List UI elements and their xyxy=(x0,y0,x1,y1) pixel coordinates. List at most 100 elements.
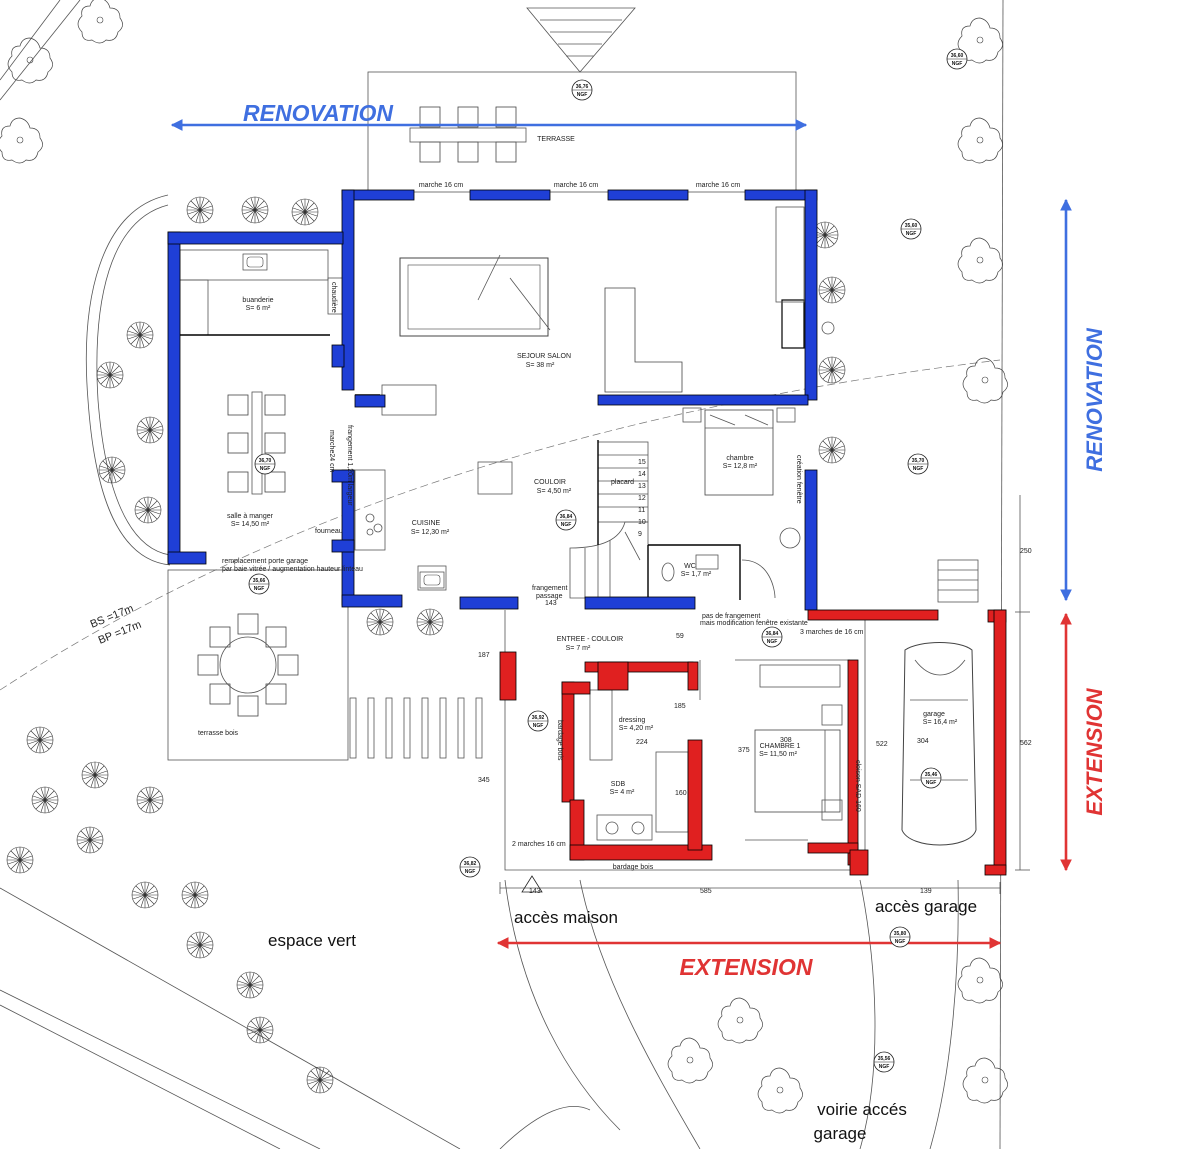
note-pas-franchissement2: mais modification fenêtre existante xyxy=(700,620,808,627)
label-voirie-1: voirie accés xyxy=(817,1100,907,1119)
dim-250: 250 xyxy=(1020,548,1032,555)
note-placard: placard xyxy=(611,479,634,486)
svg-text:NGF: NGF xyxy=(895,939,906,945)
dim-585: 585 xyxy=(700,888,712,895)
svg-text:36,60: 36,60 xyxy=(951,53,964,59)
note-marche3: marche 16 cm xyxy=(696,182,741,189)
room-wc-area: S= 1,7 m² xyxy=(681,571,712,578)
svg-text:36,92: 36,92 xyxy=(532,715,545,721)
garage-car xyxy=(901,642,977,846)
renovation-top-label: RENOVATION xyxy=(243,100,393,126)
svg-text:35,60: 35,60 xyxy=(905,223,918,229)
renovation-top-arrow: RENOVATION xyxy=(170,100,808,131)
extension-bottom-label: EXTENSION xyxy=(680,954,813,980)
note-bardage-v: bardage bois xyxy=(556,720,563,761)
room-chambre1: CHAMBRE 1 xyxy=(760,743,801,750)
room-chambre-area: S= 12,8 m² xyxy=(723,463,758,470)
note-remplacement1: remplacement porte garage xyxy=(222,558,308,565)
note-marche1: marche 16 cm xyxy=(419,182,464,189)
stair-num-5: 11 xyxy=(638,507,645,514)
dim-59: 59 xyxy=(676,633,684,640)
extension-bottom-arrow: EXTENSION xyxy=(496,937,1002,980)
staircase xyxy=(569,441,649,599)
room-dressing-area: S= 4,20 m² xyxy=(619,725,654,732)
note-fourneau: fourneau xyxy=(315,528,343,535)
dim-143b: 143 xyxy=(529,888,541,895)
note-creation-fenetre: création fenêtre xyxy=(795,455,802,504)
svg-text:36,76: 36,76 xyxy=(576,84,589,90)
svg-text:35,66: 35,66 xyxy=(253,578,266,584)
room-terrasse: TERRASSE xyxy=(537,136,575,143)
renovation-side-label: RENOVATION xyxy=(1082,327,1107,472)
room-dressing: dressing xyxy=(619,717,646,724)
note-franchissement: frangement 1,20m largeur xyxy=(346,425,353,506)
room-cuisine: CUISINE xyxy=(412,520,441,527)
svg-text:NGF: NGF xyxy=(260,466,271,472)
room-salle-manger: salle à manger xyxy=(227,513,274,520)
room-cuisine-area: S= 12,30 m² xyxy=(411,529,450,536)
label-acces-garage: accès garage xyxy=(875,897,977,916)
stair-num-4: 12 xyxy=(638,495,646,502)
stair-num-1: 15 xyxy=(638,459,646,466)
svg-text:NGF: NGF xyxy=(533,723,544,729)
extension-side-arrow: EXTENSION xyxy=(1060,612,1107,872)
svg-text:36,82: 36,82 xyxy=(464,861,477,867)
dim-185: 185 xyxy=(674,703,686,710)
svg-text:NGF: NGF xyxy=(254,586,265,592)
dim-522: 522 xyxy=(876,741,888,748)
svg-text:35,70: 35,70 xyxy=(912,458,925,464)
room-sdb: SDB xyxy=(611,781,626,788)
note-marches2-16: 2 marches 16 cm xyxy=(512,841,566,848)
svg-text:NGF: NGF xyxy=(577,92,588,98)
svg-text:NGF: NGF xyxy=(952,61,963,67)
dim-562: 562 xyxy=(1020,740,1032,747)
note-remplacement2: par baie vitrée / augmentation hauteur l… xyxy=(222,566,363,573)
note-chaudiere: chaudière xyxy=(330,282,337,313)
dim-308: 308 xyxy=(780,737,792,744)
note-marche2: marche 16 cm xyxy=(554,182,599,189)
room-buanderie-area: S= 6 m² xyxy=(246,305,271,312)
ramp-lines xyxy=(349,697,483,759)
svg-text:NGF: NGF xyxy=(561,522,572,528)
site-background xyxy=(0,0,1030,1149)
dim-139: 139 xyxy=(920,888,932,895)
annotations: marche 16 cm marche 16 cm marche 16 cm c… xyxy=(89,182,864,871)
room-buanderie: buanderie xyxy=(242,297,273,304)
dim-143a: 143 xyxy=(545,600,557,607)
stair-num-3: 13 xyxy=(638,483,646,490)
room-couloir-area: S= 4,50 m² xyxy=(537,488,572,495)
svg-text:NGF: NGF xyxy=(767,639,778,645)
entry-marker xyxy=(521,875,543,893)
svg-text:36,84: 36,84 xyxy=(560,514,573,520)
dim-160: 160 xyxy=(675,790,687,797)
renovation-walls xyxy=(167,189,818,611)
note-marches3-16: 3 marches de 16 cm xyxy=(800,629,864,636)
svg-text:NGF: NGF xyxy=(465,869,476,875)
note-bardage-h: bardage bois xyxy=(613,864,654,871)
stair-numbers: 15 14 13 12 11 10 9 xyxy=(638,459,646,538)
stair-num-6: 10 xyxy=(638,519,646,526)
room-sdb-area: S= 4 m² xyxy=(610,789,635,796)
vegetation xyxy=(0,0,1008,1114)
svg-text:36,70: 36,70 xyxy=(259,458,272,464)
room-sejour-area: S= 38 m² xyxy=(526,362,555,369)
room-salle-manger-area: S= 14,50 m² xyxy=(231,521,270,528)
svg-text:NGF: NGF xyxy=(906,231,917,237)
room-wc: WC xyxy=(684,563,696,570)
label-voirie-2: garage xyxy=(814,1124,867,1143)
room-chambre: chambre xyxy=(726,455,753,462)
room-sejour: SEJOUR SALON xyxy=(517,353,571,360)
note-marche24: marche24 cm xyxy=(328,430,335,473)
dimensions: 143 59 185 224 187 345 375 308 522 304 5… xyxy=(478,548,1032,895)
